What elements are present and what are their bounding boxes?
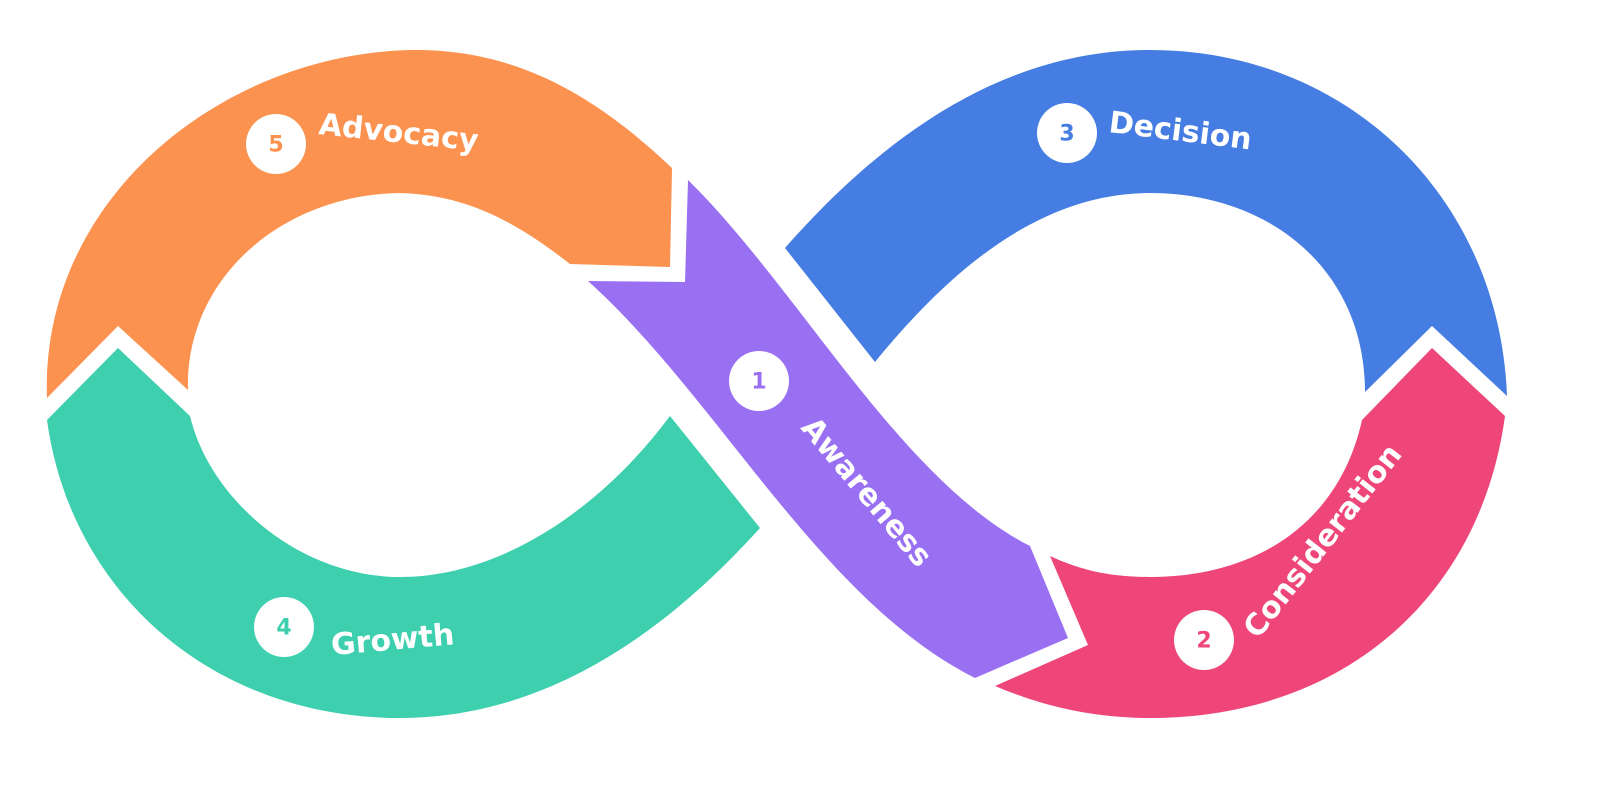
stage-number: 5 bbox=[268, 133, 283, 158]
badge-consideration: 2 bbox=[1174, 610, 1234, 670]
stage-number: 1 bbox=[751, 370, 766, 395]
badge-growth: 4 bbox=[254, 597, 314, 657]
badge-advocacy: 5 bbox=[246, 114, 306, 174]
badge-decision: 3 bbox=[1037, 103, 1097, 163]
badge-awareness: 1 bbox=[729, 351, 789, 411]
stage-number: 3 bbox=[1059, 122, 1074, 147]
segment-advocacy bbox=[46, 49, 672, 398]
stage-number: 4 bbox=[276, 616, 291, 641]
segment-growth bbox=[47, 348, 760, 718]
stage-number: 2 bbox=[1196, 629, 1211, 654]
segment-consideration bbox=[995, 348, 1505, 718]
segment-awareness bbox=[588, 180, 1068, 678]
segment-decision bbox=[785, 50, 1507, 396]
